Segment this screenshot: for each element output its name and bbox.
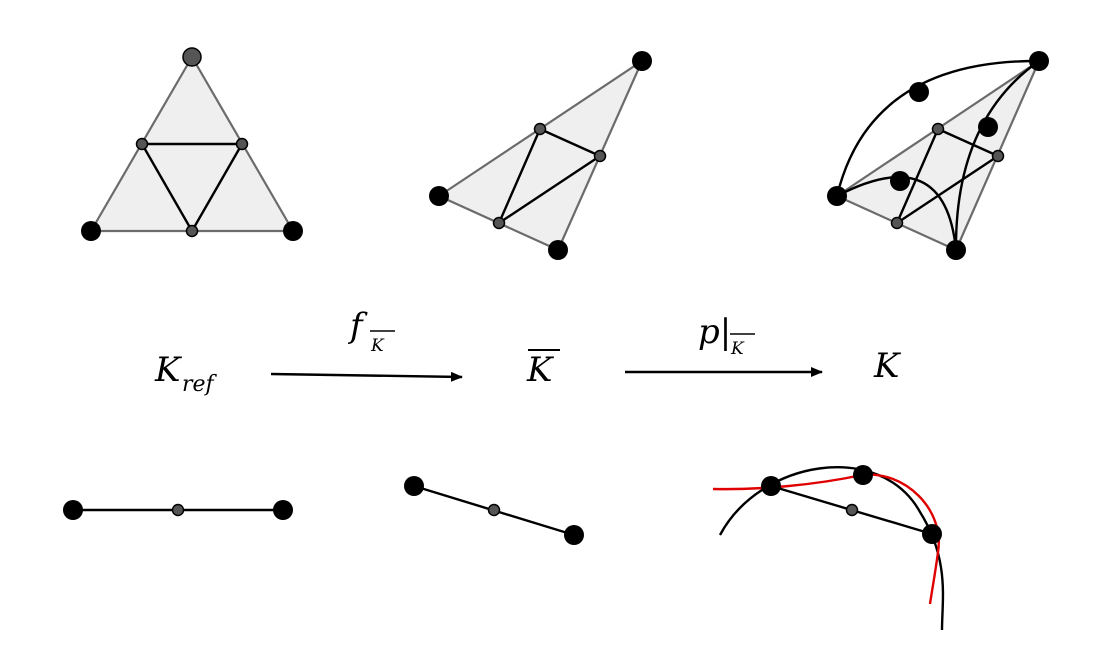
label-k-bar: K <box>526 349 560 390</box>
reference-vertex-left <box>81 221 101 241</box>
curved-edge-bottom <box>836 175 958 251</box>
affine-segment-midpoint <box>487 503 501 517</box>
affine-subedge-right <box>497 154 602 225</box>
red-exact-curve <box>712 473 940 605</box>
curved-subedge-right <box>895 154 1000 225</box>
label-k-ref: K ref <box>154 350 218 397</box>
reference-triangle <box>81 47 303 241</box>
reference-subedge-right <box>190 142 244 233</box>
affine-segment <box>404 476 584 545</box>
curved-triangle <box>827 51 1049 260</box>
affine-midpoint-3 <box>492 216 506 230</box>
affine-midpoint-2 <box>593 149 607 163</box>
curved-segment-midpoint <box>845 503 859 517</box>
reference-vertex-top <box>182 47 202 67</box>
affine-vertex-top <box>632 51 652 71</box>
curved-edge-right <box>954 60 1040 251</box>
label-k-bar-main: K <box>526 350 555 390</box>
label-map-p-sub: K <box>730 339 745 359</box>
affine-midpoint-1 <box>533 122 547 136</box>
reference-segment-end-left <box>63 500 83 520</box>
curved-subedge-top <box>936 127 1000 158</box>
curved-boundary-arc <box>718 466 945 631</box>
curved-segment <box>712 465 945 631</box>
curved-edge-node-right <box>978 117 998 137</box>
label-k-final: K <box>873 346 902 386</box>
affine-vertex-left <box>429 186 449 206</box>
label-k-ref-sub: ref <box>182 372 218 397</box>
reference-midpoint-bottom <box>185 224 199 238</box>
label-map-f-main: f <box>347 306 368 346</box>
affine-vertex-bottom <box>548 240 568 260</box>
reference-segment-midpoint <box>171 503 185 517</box>
curved-segment-edge-node <box>853 465 873 485</box>
arrow-f-map <box>270 371 463 382</box>
reference-midpoint-left <box>135 137 149 151</box>
curved-vertex-bottom <box>946 240 966 260</box>
label-map-p: p| K <box>698 312 755 359</box>
curved-segment-end-right <box>922 524 942 544</box>
reference-segment <box>63 500 293 520</box>
reference-midpoint-right <box>235 137 249 151</box>
curved-midpoint-1 <box>931 122 945 136</box>
affine-segment-end-left <box>404 476 424 496</box>
reference-vertex-right <box>283 221 303 241</box>
label-map-f: f K <box>347 306 395 356</box>
curved-midpoint-2 <box>991 149 1005 163</box>
curved-segment-end-left <box>761 476 781 496</box>
curved-midpoint-3 <box>890 216 904 230</box>
curved-vertex-left <box>827 186 847 206</box>
label-map-p-main: p| <box>698 312 731 352</box>
affine-segment-end-right <box>564 525 584 545</box>
curved-edge-node-top <box>909 82 929 102</box>
affine-subedge-left <box>497 127 542 225</box>
label-k-ref-main: K <box>154 350 183 390</box>
curved-edge-top <box>835 59 1040 197</box>
label-map-f-sub: K <box>370 336 385 356</box>
reference-subedge-left <box>140 142 194 233</box>
affine-triangle-shape <box>437 59 644 252</box>
curved-triangle-affine-shape <box>835 59 1041 252</box>
curved-vertex-top <box>1029 51 1049 71</box>
affine-subedge-top <box>538 127 602 158</box>
reference-segment-end-right <box>273 500 293 520</box>
curved-edge-node-bottom <box>890 171 910 191</box>
curved-subedge-left <box>895 127 940 225</box>
affine-triangle <box>429 51 652 260</box>
